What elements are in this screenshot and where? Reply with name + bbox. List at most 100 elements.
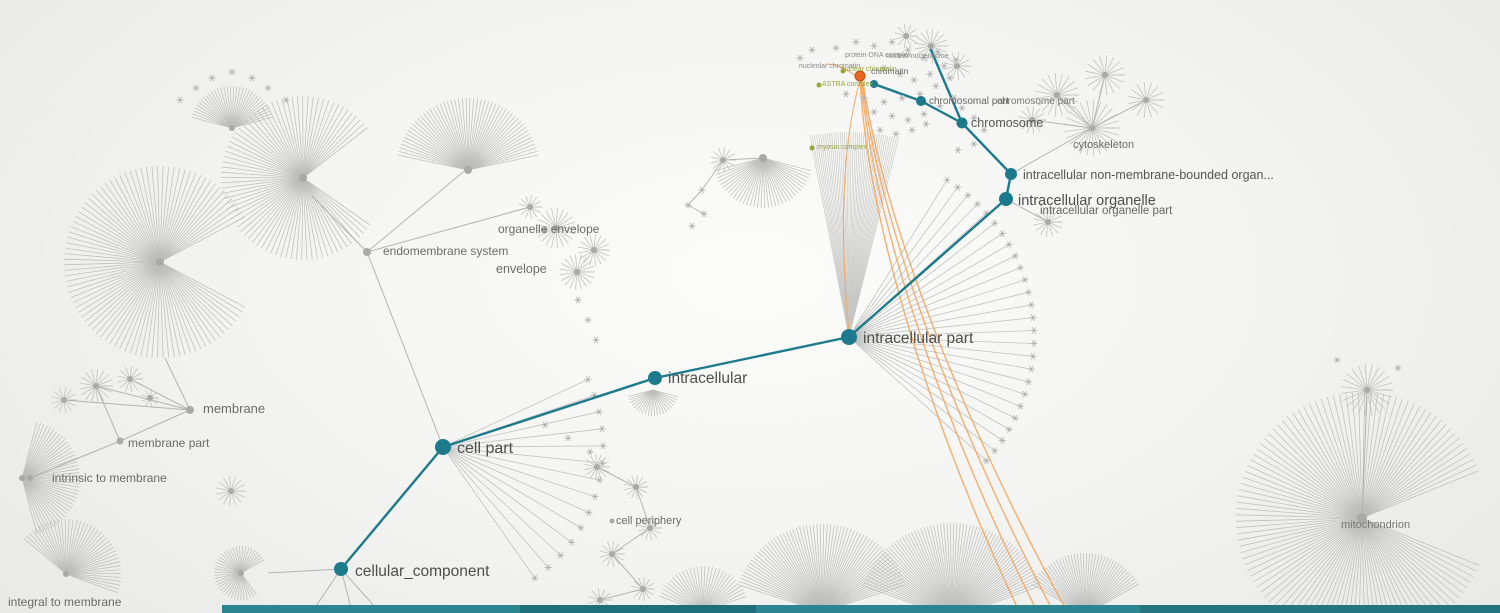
label-intracellular-organelle-part[interactable]: intracellular organelle part (1040, 205, 1173, 217)
leaf-star-icon (998, 437, 1006, 444)
leaf-star-icon (954, 146, 962, 154)
graph-edge (1005, 198, 1049, 223)
label-cell-periphery: cell periphery (616, 515, 682, 527)
label-chromosome-part[interactable]: chromosome part (997, 96, 1075, 107)
label-integral-to-membrane: integral to membrane (8, 595, 122, 609)
label-chromosomal-part[interactable]: chromosomal part (929, 96, 1009, 107)
nodes-layer (27, 38, 1402, 576)
node-chromosomal-part[interactable] (916, 96, 926, 106)
fan-cluster (848, 176, 1038, 465)
graph-edge (267, 568, 342, 574)
leaf-star-icon (684, 201, 692, 209)
highlighted-term-node[interactable] (840, 68, 846, 74)
leaf-star-icon (946, 74, 954, 82)
node-chromatin-cluster[interactable] (870, 80, 878, 88)
node-chromosome[interactable] (956, 117, 968, 129)
leaf-star-icon (591, 493, 599, 501)
leaf-star-icon (991, 447, 999, 455)
leaf-star-icon (842, 90, 850, 98)
leaf-star-icon (584, 316, 592, 324)
leaf-star-icon (574, 296, 582, 304)
node-intracellular[interactable] (648, 371, 662, 385)
label-cellular-component[interactable]: cellular_component (355, 563, 490, 580)
leaf-star-icon (970, 140, 978, 148)
leaf-star-icon (592, 336, 600, 344)
leaf-star-icon (1030, 340, 1038, 347)
leaf-star-icon (880, 64, 888, 72)
fan-cluster (578, 234, 610, 266)
leaf-star-icon (950, 94, 958, 102)
node-intracellular-non-membrane-bounded-organelle[interactable] (1005, 168, 1017, 180)
leaf-star-icon (700, 210, 708, 218)
fan-cluster (914, 29, 948, 63)
graph-node-gray[interactable] (27, 475, 33, 481)
focus-node[interactable] (854, 70, 866, 82)
leaf-star-icon (880, 98, 888, 106)
leaf-star-icon (595, 408, 603, 416)
teal-path-layer (339, 48, 1013, 571)
graph-node-gray[interactable] (186, 406, 194, 414)
label-intracellular-part[interactable]: intracellular part (863, 330, 974, 347)
node-cell-part[interactable] (435, 439, 451, 455)
label-chromatin: chromatin (871, 66, 909, 76)
gray-edges-layer (29, 74, 1368, 613)
orange-association-edge (860, 79, 1039, 613)
highlighted-path-edge (847, 197, 1008, 339)
leaf-star-icon (952, 56, 960, 64)
label-cell-part[interactable]: cell part (457, 440, 514, 457)
node-intracellular-part[interactable] (841, 329, 857, 345)
leaf-star-icon (1024, 288, 1033, 296)
label-intrinsic-to-membrane: intrinsic to membrane (52, 471, 167, 485)
fan-cluster (191, 85, 273, 131)
label-membrane-part: membrane part (128, 436, 210, 450)
graph-node-gray[interactable] (116, 437, 124, 445)
fan-cluster (213, 545, 265, 601)
leaf-star-icon (1005, 426, 1013, 433)
node-cellular-component[interactable] (334, 562, 348, 576)
label-intracellular[interactable]: intracellular (668, 370, 747, 387)
graph-edge (611, 527, 651, 555)
leaf-star-icon (598, 425, 606, 433)
leaf-star-icon (796, 54, 804, 62)
fan-cluster (19, 421, 81, 535)
leaf-star-icon (282, 96, 290, 104)
fan-cluster (943, 52, 971, 80)
graph-edge (635, 486, 651, 529)
graph-edge (596, 466, 637, 488)
highlighted-term-node[interactable] (809, 145, 815, 151)
label-chromosome[interactable]: chromosome (971, 116, 1043, 130)
label-intracellular-organelle[interactable]: intracellular organelle (1018, 193, 1156, 209)
leaf-star-icon (595, 476, 604, 484)
leaf-star-icon (228, 68, 236, 76)
leaf-star-icon (1016, 264, 1025, 272)
node-intracellular-organelle[interactable] (999, 192, 1013, 206)
leaf-star-icon (1021, 390, 1029, 398)
graph-node-gray[interactable] (609, 518, 615, 524)
leaf-star-icon (973, 200, 982, 208)
graph-node-gray[interactable] (363, 248, 371, 256)
leaf-star-icon (852, 38, 860, 46)
leaf-star-icon (176, 96, 184, 104)
graph-node-gray[interactable] (542, 227, 548, 233)
fan-cluster (894, 24, 918, 48)
highlighted-path-edge (919, 99, 964, 125)
graph-edge (311, 195, 368, 253)
leaf-star-icon (808, 46, 816, 54)
leaf-star-icon (980, 126, 988, 134)
fan-cluster (1085, 55, 1125, 95)
leaf-star-icon (860, 94, 868, 102)
leaf-star-icon (870, 42, 878, 50)
orange-association-edge (861, 80, 1055, 613)
graph-edge (340, 568, 353, 613)
graph-edge (311, 568, 342, 613)
highlighted-path-edge (960, 121, 1013, 176)
leaf-star-icon (698, 186, 706, 194)
leaf-star-icon (936, 102, 944, 110)
highlighted-term-node[interactable] (816, 82, 822, 88)
highlighted-path-edge (653, 335, 851, 380)
label-intracellular-non-membrane-bounded-organelle[interactable]: intracellular non-membrane-bounded organ… (1023, 168, 1274, 182)
graph-edge (29, 440, 121, 479)
label-membrane: membrane (203, 401, 265, 416)
